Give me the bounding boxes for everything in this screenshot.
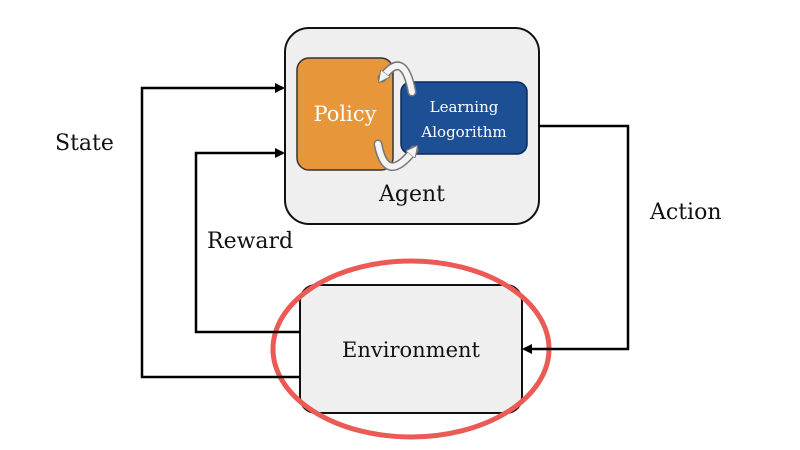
policy-box	[296, 57, 394, 171]
learning-algorithm-label-line1: Learning	[430, 98, 499, 116]
action-arrow	[522, 124, 630, 354]
policy-label: Policy	[314, 102, 377, 126]
state-arrow	[140, 83, 300, 379]
learning-algorithm-box	[400, 81, 528, 155]
reward-arrow	[194, 148, 300, 334]
reward-label: Reward	[207, 229, 293, 254]
agent-label: Agent	[378, 182, 445, 207]
environment-label: Environment	[342, 338, 481, 362]
state-label: State	[55, 131, 114, 156]
action-label: Action	[649, 200, 722, 225]
learning-algorithm-label-line2: Alogorithm	[420, 123, 506, 141]
